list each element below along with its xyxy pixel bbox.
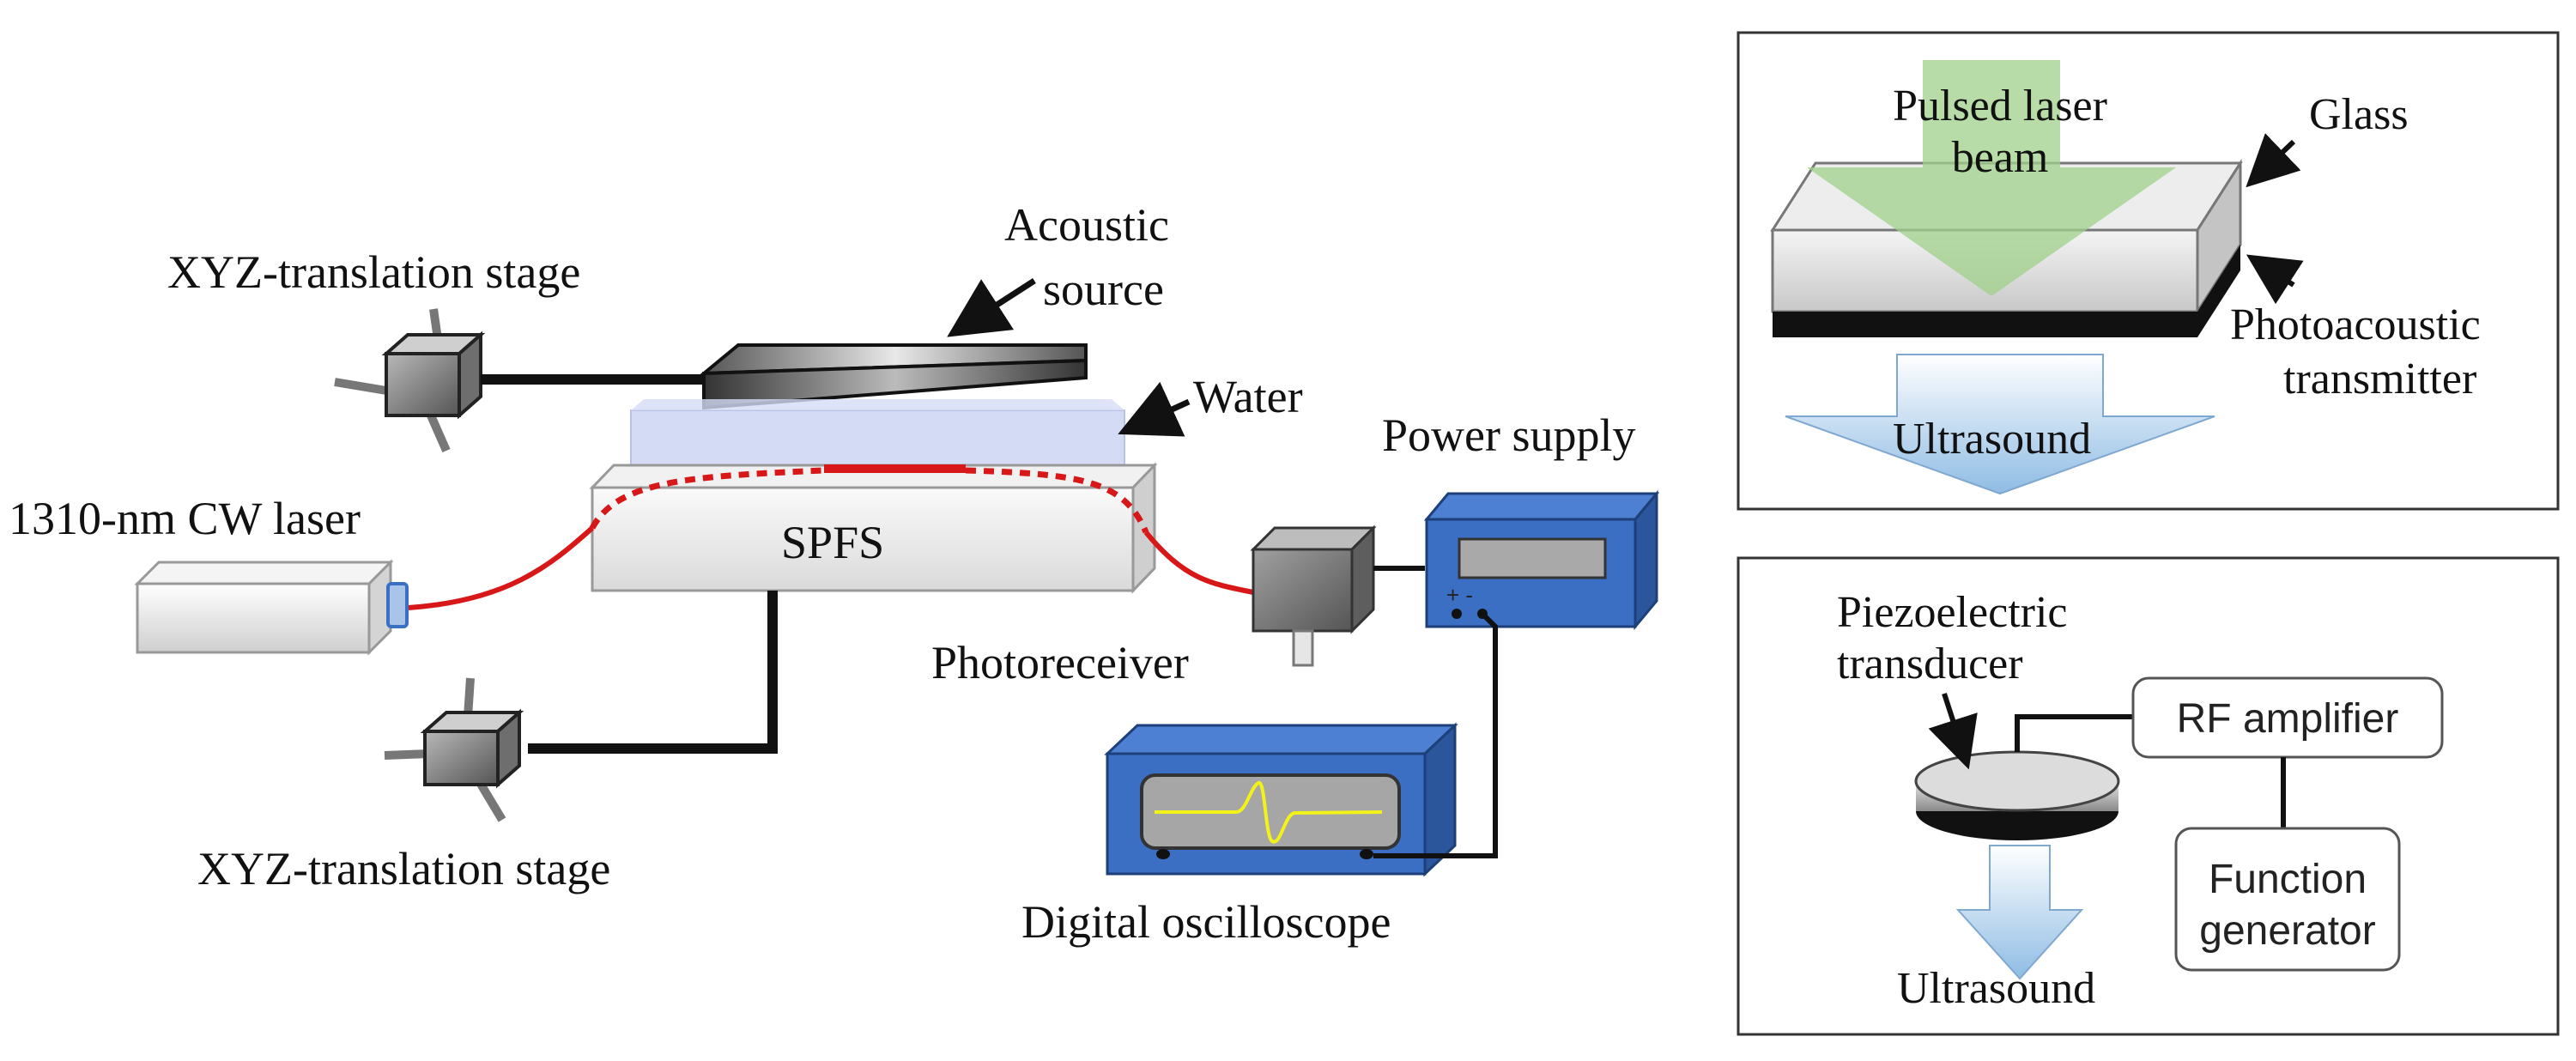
water-layer	[630, 399, 1125, 475]
pulsed-laser-beam-arrow	[1807, 60, 2176, 296]
transmitter-label: Photoacoustic	[2230, 300, 2481, 349]
transducer-label: Piezoelectric	[1837, 588, 2068, 637]
ultrasound-arrow-2	[1955, 845, 2084, 980]
laser-label: 1310-nm CW laser	[9, 493, 361, 544]
power-polarity-label: + -	[1446, 582, 1473, 608]
transducer-label-2: transducer	[1837, 640, 2023, 688]
stage-arm-bottom	[528, 591, 778, 754]
transducer-cable	[2015, 714, 2133, 752]
scope-cable	[1373, 611, 1498, 858]
ultrasound-label-1: Ultrasound	[1893, 415, 2091, 464]
function-generator-box	[2174, 827, 2401, 972]
spfs-label: SPFS	[781, 517, 884, 568]
pulsed-laser-beam-label-2: beam	[1952, 133, 2049, 182]
cw-laser	[134, 559, 409, 656]
photoacoustic-transmitter-layer	[1773, 245, 2240, 337]
xyz-stage-top-label: XYZ-translation stage	[167, 246, 580, 298]
transmitter-arrow	[2246, 254, 2304, 305]
photoreceiver	[1250, 524, 1377, 667]
xyz-stage-bottom-label: XYZ-translation stage	[197, 843, 610, 894]
acoustic-source-label: Acoustic	[1004, 199, 1169, 251]
function-generator-label: Function	[2209, 857, 2367, 902]
optical-fiber	[408, 464, 1254, 610]
xyz-stage-bottom	[384, 677, 524, 822]
rf-amplifier-label: RF amplifier	[2177, 696, 2399, 742]
ultrasound-label-2: Ultrasound	[1897, 964, 2095, 1013]
acoustic-source	[699, 343, 1088, 410]
spfs-box	[589, 462, 1158, 594]
oscilloscope-label: Digital oscilloscope	[1021, 896, 1391, 948]
acoustic-source-label-2: source	[1043, 264, 1164, 315]
water-label: Water	[1193, 371, 1303, 422]
power-supply	[1423, 489, 1660, 631]
transmitter-label-2: transmitter	[2283, 355, 2476, 403]
water-arrow	[1118, 381, 1191, 437]
glass-arrow	[2246, 133, 2301, 188]
digital-oscilloscope	[1104, 722, 1458, 877]
ultrasound-arrow-1	[1785, 354, 2215, 495]
waveform-trace	[1155, 780, 1383, 844]
glass-label: Glass	[2309, 90, 2409, 139]
function-generator-label-2: generator	[2199, 908, 2375, 954]
rf-amplifier-box	[2131, 676, 2444, 759]
pulsed-laser-beam-label: Pulsed laser	[1893, 82, 2107, 130]
xyz-stage-top	[334, 308, 486, 453]
transducer-arrow	[1928, 693, 1978, 770]
piezo-panel	[1737, 556, 2560, 1036]
piezoelectric-transducer	[1914, 750, 2120, 840]
power-supply-label: Power supply	[1382, 409, 1636, 461]
photoreceiver-label: Photoreceiver	[931, 637, 1189, 688]
acoustic-source-arrow	[947, 278, 1036, 337]
